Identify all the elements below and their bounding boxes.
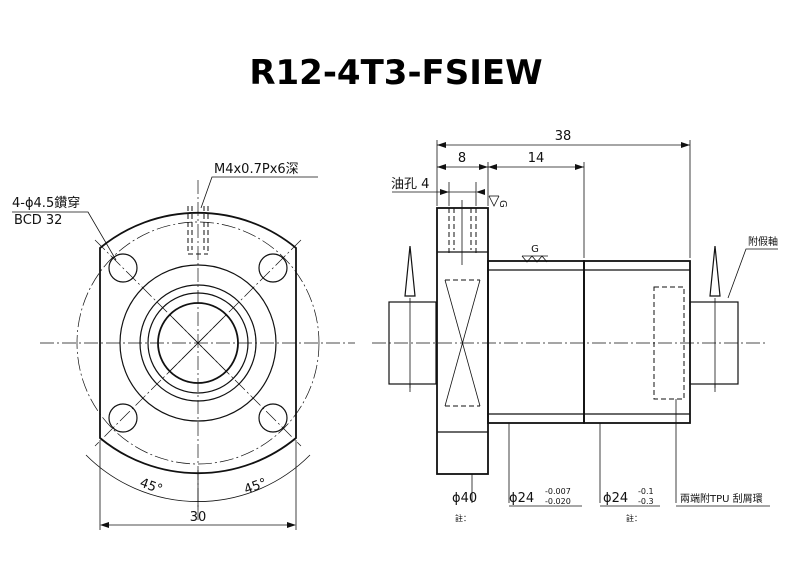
side-view: 38 8 14 油孔 4 G G 附假軸 ϕ40 註： ϕ24 -0.007 <box>372 129 778 523</box>
nut-dia-label: ϕ24 <box>603 491 628 506</box>
hole-spec-leader <box>12 211 117 261</box>
flange-dia-label: ϕ40 <box>452 491 477 506</box>
mounting-hole-top-right <box>258 253 288 283</box>
surface-mark-top <box>488 195 500 207</box>
surface-mark-top-label: G <box>497 200 508 208</box>
dummy-shaft-right <box>689 245 739 392</box>
seal-outer-circle <box>139 284 257 402</box>
total-length-label: 38 <box>555 129 572 144</box>
angle-right-label: 45° <box>242 476 269 498</box>
oil-hole-label: 油孔 4 <box>391 177 429 192</box>
hole-diagonal-2 <box>94 239 302 447</box>
thread-spec-label: M4x0.7Px6深 <box>214 162 299 177</box>
body-dia-tol-upper: -0.007 <box>545 487 571 496</box>
hole-spec-label: 4-ϕ4.5鑽穿 <box>12 195 80 211</box>
dummy-shaft-leader <box>727 248 778 299</box>
flange-length-label: 8 <box>458 151 466 166</box>
body-dia-tol-lower: -0.020 <box>545 497 571 506</box>
note-2-label: 註： <box>626 513 642 523</box>
mounting-hole-bottom-right <box>258 403 288 433</box>
body-dia-label: ϕ24 <box>509 491 534 506</box>
width-dim-label: 30 <box>190 510 207 525</box>
dummy-shaft-label: 附假軸 <box>748 235 778 248</box>
width-arrow-right <box>287 522 296 528</box>
mounting-hole-bottom-left <box>108 403 138 433</box>
flange-outline <box>99 211 297 475</box>
width-arrow-left <box>100 522 109 528</box>
nut-dia-tol-lower: -0.3 <box>638 497 654 506</box>
seal-inner-circle <box>147 292 249 394</box>
nut-dia-tol-upper: -0.1 <box>638 487 654 496</box>
wiper-note-label: 兩端附TPU 刮屑環 <box>680 492 763 505</box>
dummy-shaft-left <box>388 245 437 392</box>
bcd-label: BCD 32 <box>14 213 62 228</box>
front-view: 4-ϕ4.5鑽穿 BCD 32 M4x0.7Px6深 45° 45° 30 <box>12 162 355 530</box>
note-1-label: 註： <box>455 513 471 523</box>
bore-circle <box>157 302 239 384</box>
mounting-hole-top-left <box>108 253 138 283</box>
body-circle <box>119 264 277 422</box>
mounting-holes <box>108 253 288 433</box>
side-body <box>487 260 691 424</box>
step-length-label: 14 <box>528 151 545 166</box>
bolt-circle <box>76 221 320 465</box>
angle-left-label: 45° <box>138 476 165 498</box>
surface-mark-body-label: G <box>531 244 539 255</box>
surface-mark-body <box>521 255 548 263</box>
thread-spec-leader <box>200 176 318 209</box>
drawing-title: R12-4T3-FSIEW <box>249 53 542 93</box>
side-flange <box>436 200 489 475</box>
threaded-hole <box>187 206 209 255</box>
